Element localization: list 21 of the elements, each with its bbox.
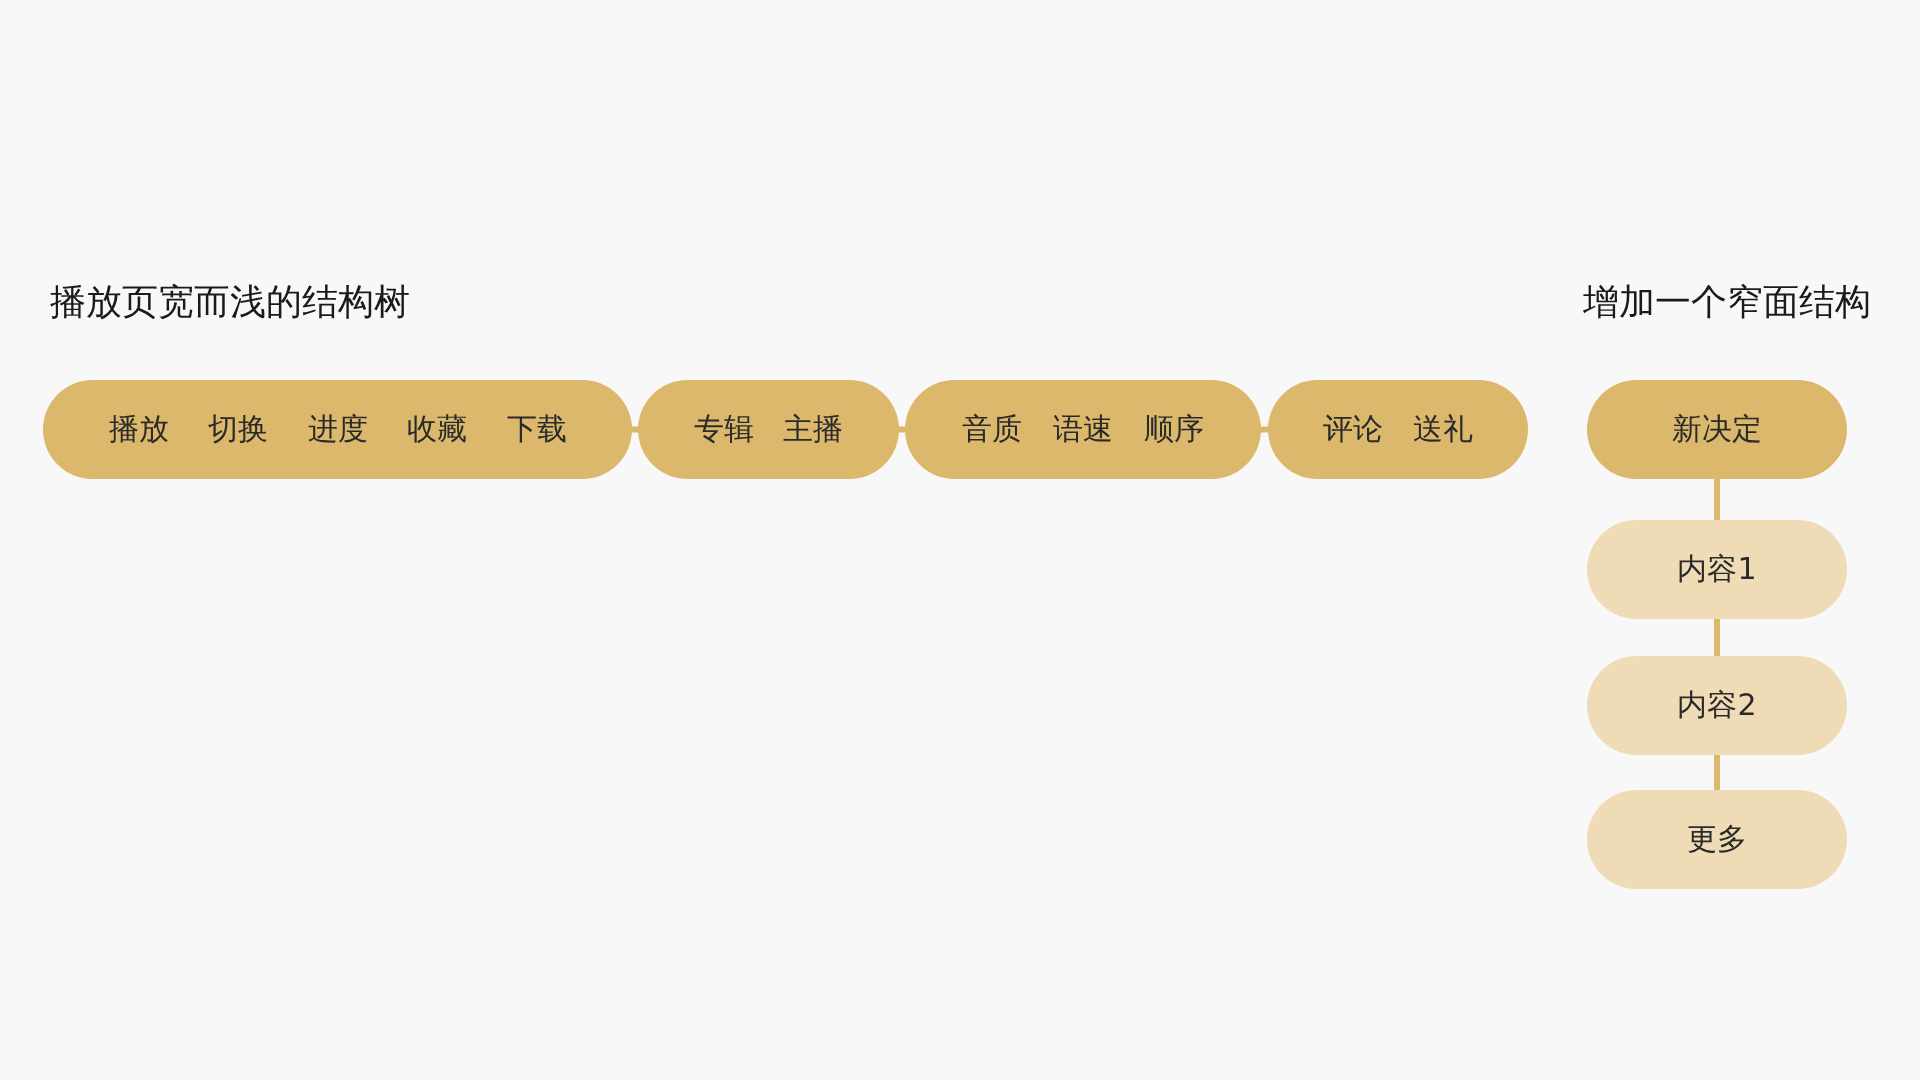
item-label: 更多 bbox=[1687, 820, 1747, 858]
connector-line bbox=[1714, 479, 1720, 520]
item-label: 内容2 bbox=[1677, 686, 1757, 724]
item-label: 主播 bbox=[783, 410, 844, 448]
item-label: 专辑 bbox=[693, 410, 754, 448]
connector-line bbox=[1714, 619, 1720, 656]
item-label: 内容1 bbox=[1677, 550, 1757, 588]
section-heading: 播放页宽而浅的结构树 bbox=[50, 280, 410, 324]
item-label: 送礼 bbox=[1412, 410, 1473, 448]
section-heading: 增加一个窄面结构 bbox=[1583, 280, 1871, 324]
item-label: 评论 bbox=[1323, 410, 1384, 448]
connector-line bbox=[1714, 755, 1720, 790]
item-label: 切换 bbox=[208, 410, 268, 448]
item-label: 收藏 bbox=[407, 410, 467, 448]
item-label: 语速 bbox=[1053, 410, 1113, 448]
item-label: 顺序 bbox=[1144, 410, 1204, 448]
item-label: 下载 bbox=[506, 410, 567, 448]
item-label: 播放 bbox=[108, 410, 169, 448]
item-label: 新决定 bbox=[1672, 410, 1762, 448]
item-label: 进度 bbox=[307, 410, 368, 448]
item-label: 音质 bbox=[962, 410, 1022, 448]
